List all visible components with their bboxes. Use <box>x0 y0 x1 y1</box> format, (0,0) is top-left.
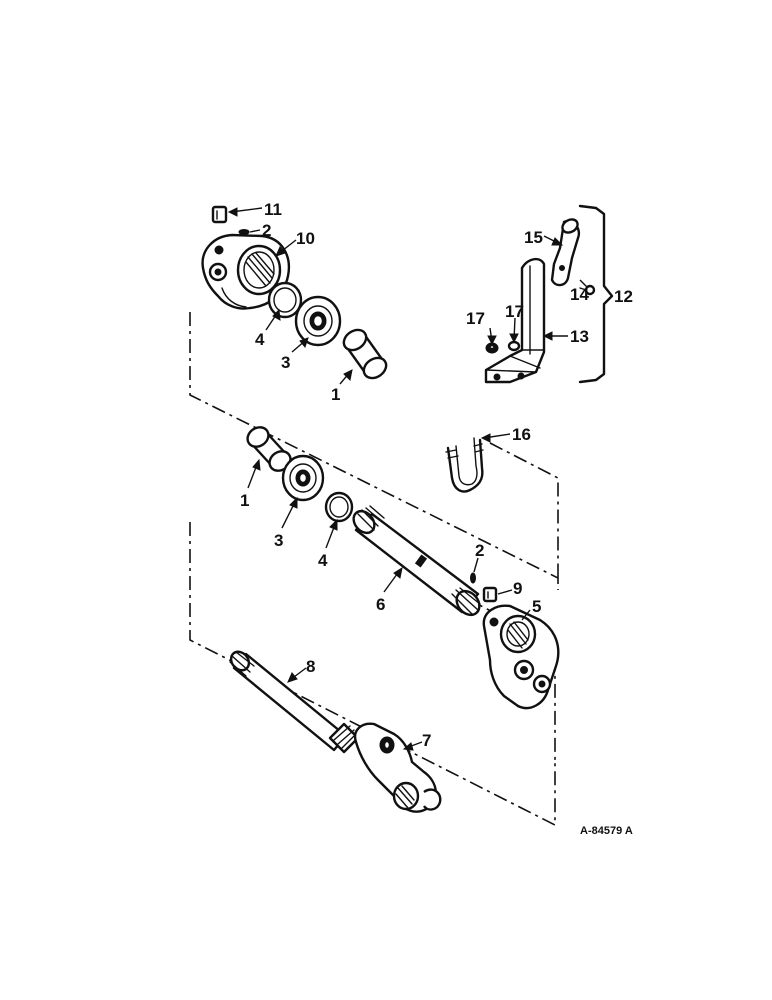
callout-7: 7 <box>422 731 431 750</box>
callout-11: 11 <box>264 200 282 219</box>
callout-14: 14 <box>570 285 589 304</box>
callout-17-right: 17 <box>505 302 524 321</box>
nut-part-17-right <box>507 340 521 352</box>
callout-9: 9 <box>513 579 522 598</box>
pin-part-2-upper <box>238 229 250 235</box>
callout-15: 15 <box>524 228 543 247</box>
callout-10: 10 <box>296 229 315 248</box>
callout-2-lower: 2 <box>475 541 484 560</box>
pin-part-2-lower <box>470 572 476 584</box>
bracket-part-13 <box>484 257 546 384</box>
callout-5: 5 <box>532 597 541 616</box>
key-part-11 <box>211 205 228 224</box>
washer-part-4-lower <box>324 491 354 523</box>
bushing-part-1-upper <box>342 328 388 380</box>
shaft-part-8 <box>229 650 360 754</box>
lever-part-5 <box>482 604 560 710</box>
lever-part-15 <box>550 218 581 287</box>
callout-1-lower: 1 <box>240 491 249 510</box>
callout-17-left: 17 <box>466 309 485 328</box>
washer-part-4-upper <box>267 281 303 319</box>
callout-6: 6 <box>376 595 385 614</box>
callout-4-lower: 4 <box>318 551 328 570</box>
callout-1-upper: 1 <box>331 385 340 404</box>
callout-4-upper: 4 <box>255 330 265 349</box>
callout-8: 8 <box>306 657 315 676</box>
group-bracket-part-12 <box>578 204 614 384</box>
callout-labels: 11 2 10 4 3 1 15 14 12 17 17 13 16 1 3 4… <box>240 200 633 837</box>
leader-lines <box>227 207 589 751</box>
key-part-9 <box>482 586 498 603</box>
ubolt-part-16 <box>445 437 484 493</box>
drawing-number: A-84579 A <box>580 825 633 837</box>
arm-part-7 <box>353 722 442 813</box>
seal-part-3-upper <box>294 295 342 347</box>
callout-16: 16 <box>512 425 531 444</box>
shaft-part-6 <box>352 505 481 617</box>
callout-3-lower: 3 <box>274 531 283 550</box>
callout-12: 12 <box>614 287 633 306</box>
callout-13: 13 <box>570 327 589 346</box>
callout-3-upper: 3 <box>281 353 290 372</box>
seal-part-3-lower <box>281 454 325 502</box>
callout-2-upper: 2 <box>262 221 271 240</box>
